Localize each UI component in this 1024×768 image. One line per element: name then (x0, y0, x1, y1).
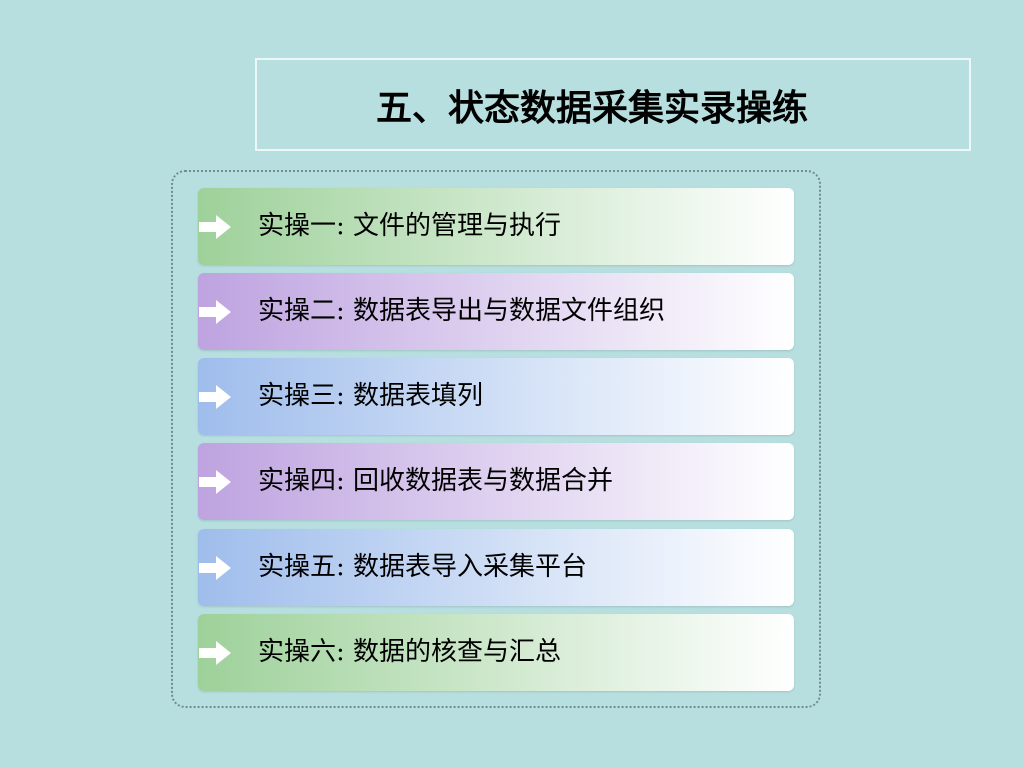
list-frame (171, 170, 821, 708)
right-arrow-icon (199, 470, 231, 494)
right-arrow-icon (199, 556, 231, 580)
list-item-label: 实操四: 回收数据表与数据合并 (258, 466, 614, 496)
list-item-6[interactable]: 实操六: 数据的核查与汇总 (198, 614, 794, 691)
title-box (255, 58, 971, 151)
list-item-3[interactable]: 实操三: 数据表填列 (198, 358, 794, 435)
right-arrow-icon (199, 641, 231, 665)
right-arrow-icon (199, 215, 231, 239)
list-item-5[interactable]: 实操五: 数据表导入采集平台 (198, 529, 794, 606)
right-arrow-icon (199, 300, 231, 324)
list-item-label: 实操三: 数据表填列 (258, 381, 484, 411)
list-item-4[interactable]: 实操四: 回收数据表与数据合并 (198, 443, 794, 520)
list-item-2[interactable]: 实操二: 数据表导出与数据文件组织 (198, 273, 794, 350)
list-item-label: 实操二: 数据表导出与数据文件组织 (258, 296, 666, 326)
list-item-label: 实操五: 数据表导入采集平台 (258, 552, 588, 582)
list-item-label: 实操六: 数据的核查与汇总 (258, 637, 562, 667)
list-item-label: 实操一: 文件的管理与执行 (258, 211, 562, 241)
right-arrow-icon (199, 385, 231, 409)
list-item-1[interactable]: 实操一: 文件的管理与执行 (198, 188, 794, 265)
page-title: 五、状态数据采集实录操练 (376, 87, 809, 129)
